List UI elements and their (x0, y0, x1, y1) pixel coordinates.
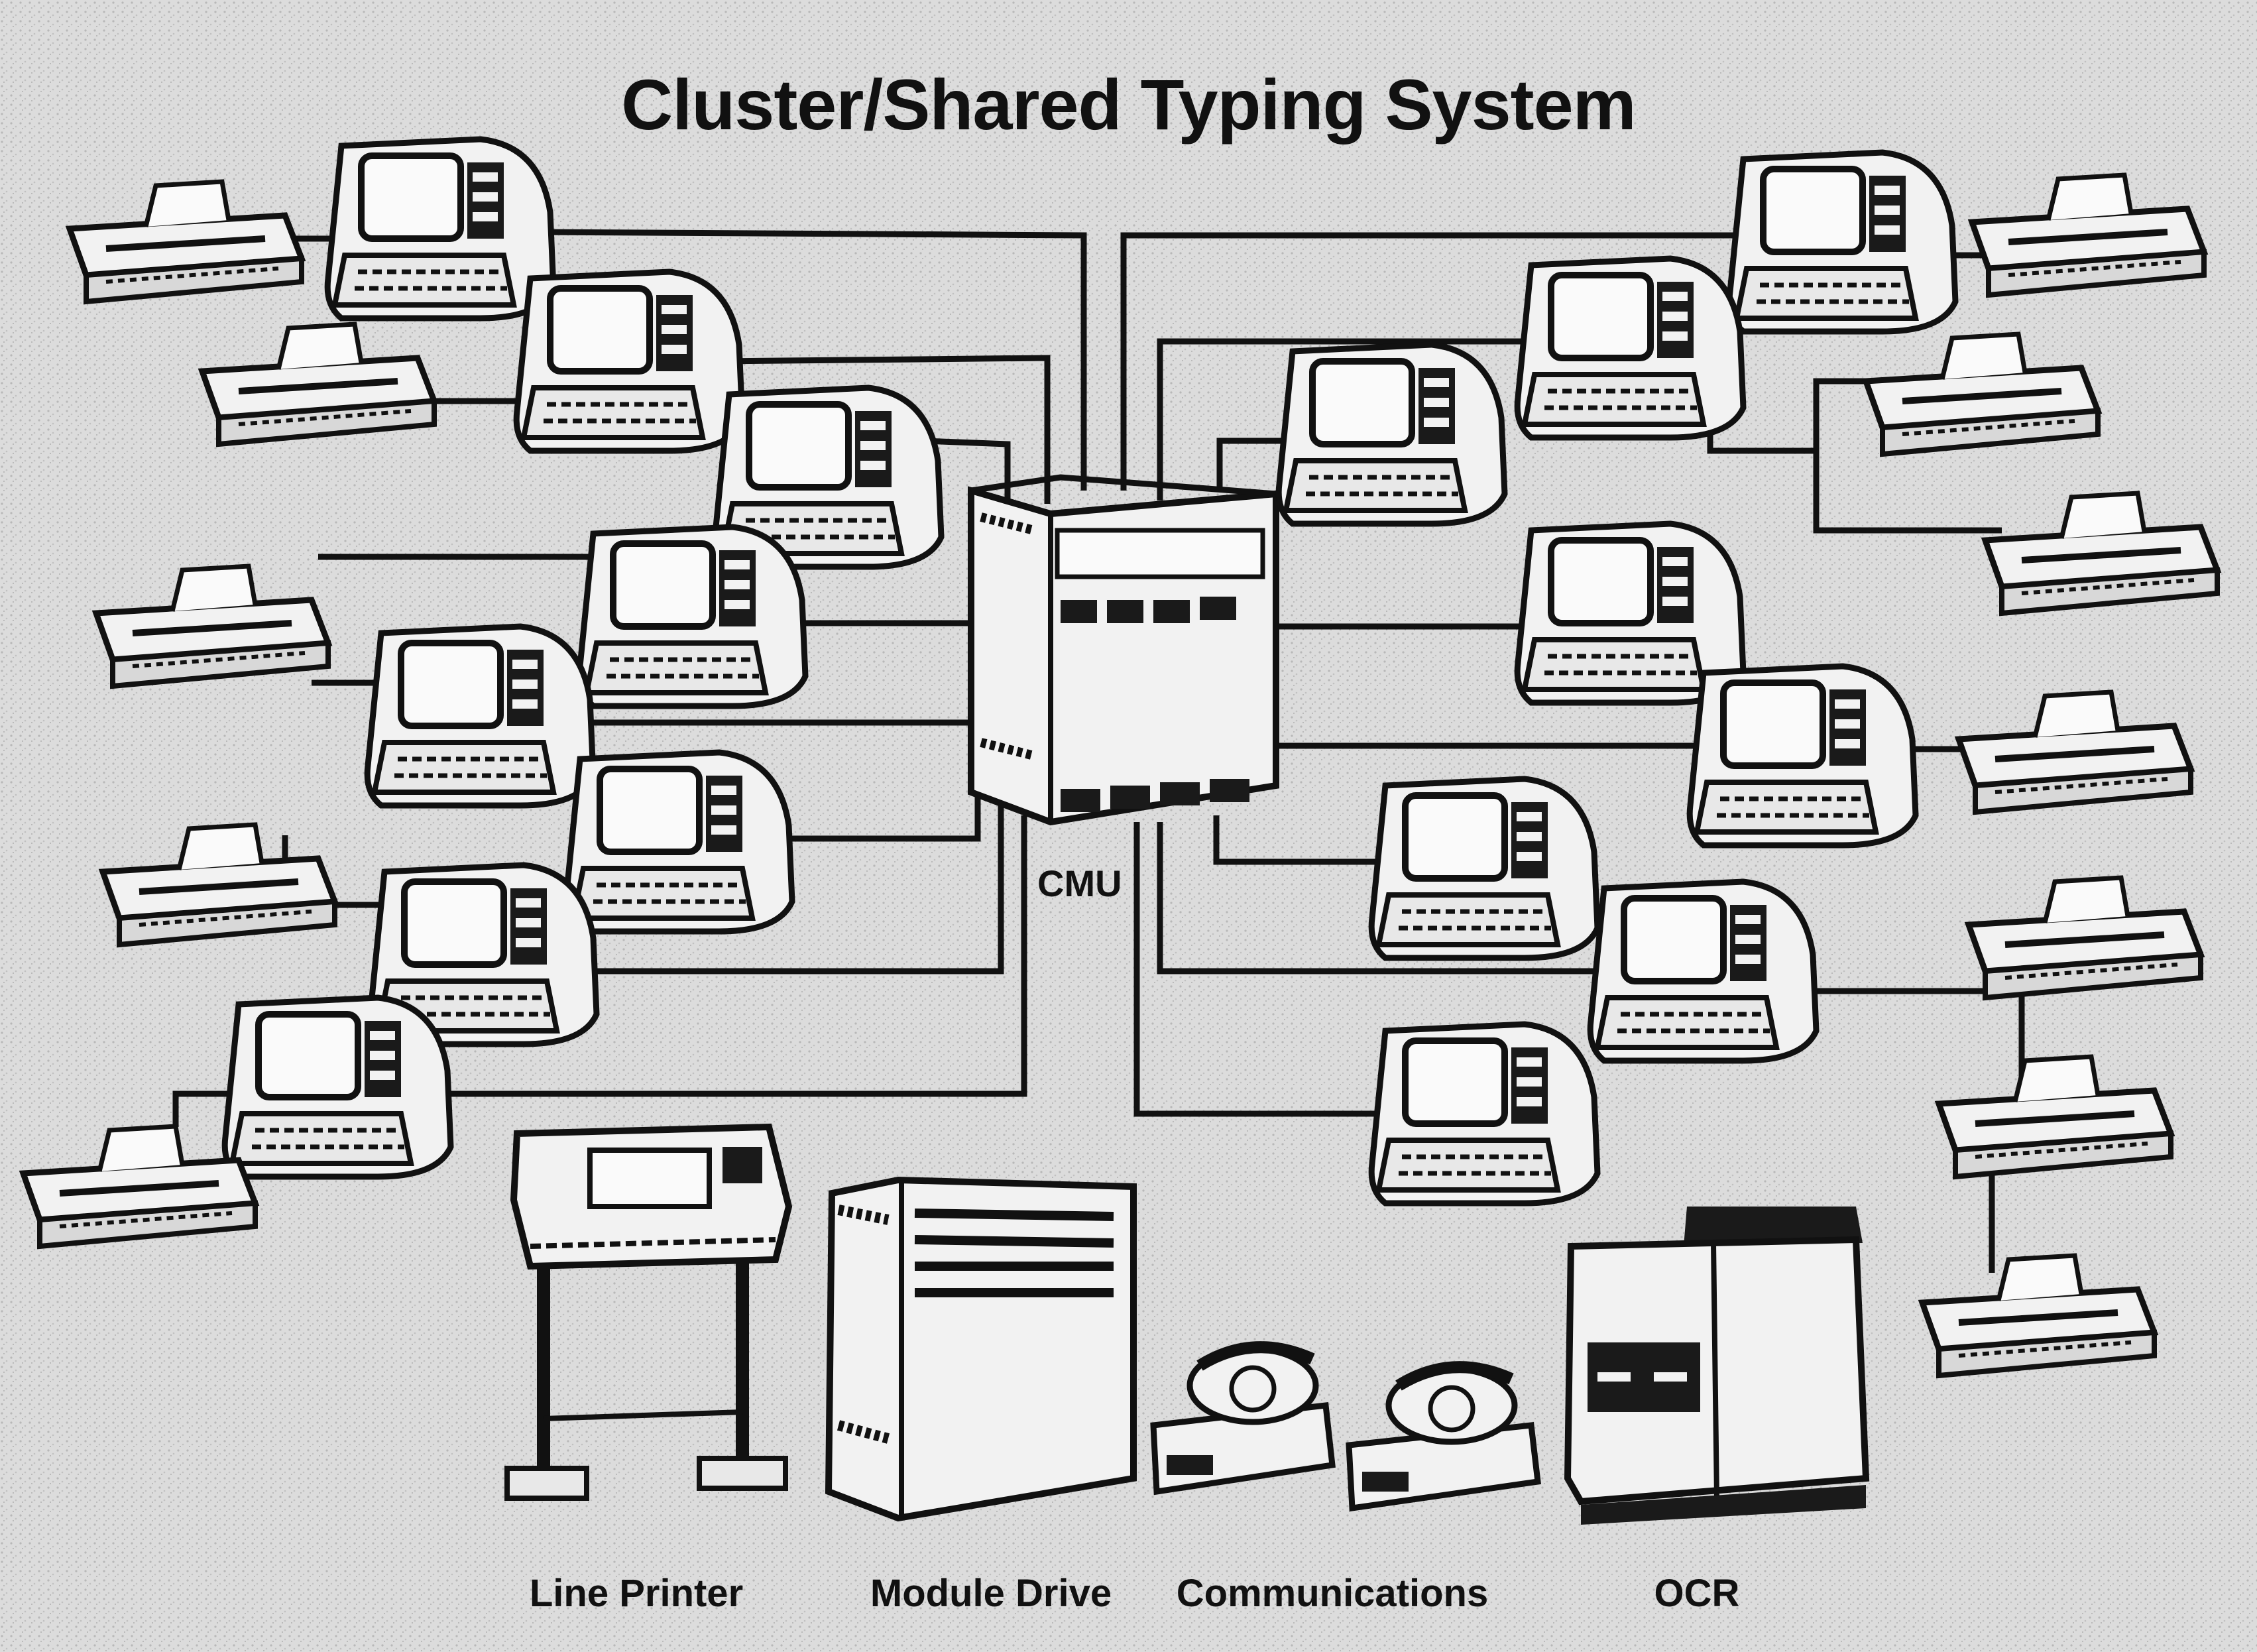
cmu-label: CMU (1037, 862, 1122, 904)
diagram-title: Cluster/Shared Typing System (621, 64, 1636, 145)
workstation (579, 527, 805, 706)
workstation (566, 752, 792, 931)
workstation (1279, 345, 1505, 524)
workstation (1517, 259, 1743, 438)
ocr-label: OCR (1654, 1572, 1740, 1615)
workstation (225, 998, 451, 1177)
workstation (1690, 666, 1916, 845)
workstation (1729, 152, 1955, 331)
communications-label: Communications (1176, 1572, 1489, 1615)
connection-lines (172, 229, 2025, 1273)
workstation (516, 272, 742, 451)
module-drive-device (825, 1176, 1137, 1522)
ocr-device (1564, 1207, 1870, 1525)
workstation (1590, 882, 1816, 1061)
module-drive-label: Module Drive (870, 1572, 1112, 1615)
line-printer-device (504, 1123, 793, 1501)
cmu-unit (968, 474, 1279, 826)
workstation (1371, 1024, 1597, 1203)
line-printer-label: Line Printer (529, 1572, 744, 1615)
communications-device (1150, 1341, 1541, 1512)
workstation (367, 626, 593, 805)
workstation (327, 139, 553, 318)
workstation (1371, 779, 1597, 958)
